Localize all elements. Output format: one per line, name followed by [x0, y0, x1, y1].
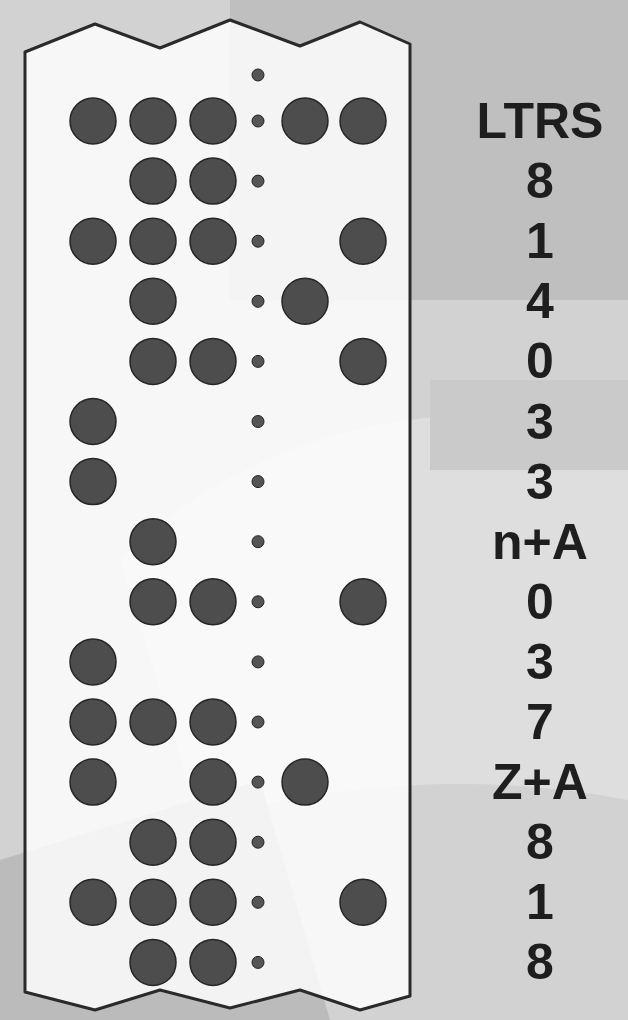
punched-hole [130, 879, 176, 925]
punched-hole [190, 579, 236, 625]
character-code-label: Z+A [492, 757, 588, 807]
punched-hole [190, 218, 236, 264]
sprocket-hole [252, 776, 264, 788]
punched-hole [130, 699, 176, 745]
character-code-label: 8 [526, 817, 554, 867]
punched-hole [70, 98, 116, 144]
character-code-label: 3 [526, 637, 554, 687]
punched-hole [190, 879, 236, 925]
character-code-label: 3 [526, 397, 554, 447]
punched-hole [282, 278, 328, 324]
punched-hole [190, 158, 236, 204]
punched-hole [130, 158, 176, 204]
sprocket-hole [252, 115, 264, 127]
punched-hole [130, 579, 176, 625]
punched-hole [190, 819, 236, 865]
punched-hole [340, 338, 386, 384]
character-code-label: 3 [526, 457, 554, 507]
sprocket-hole [252, 896, 264, 908]
sprocket-hole [252, 235, 264, 247]
punched-hole [130, 218, 176, 264]
sprocket-hole [252, 295, 264, 307]
punched-hole [190, 699, 236, 745]
punched-hole [340, 579, 386, 625]
character-code-label: 4 [526, 276, 554, 326]
sprocket-hole [252, 956, 264, 968]
punched-hole [190, 338, 236, 384]
punched-hole [70, 639, 116, 685]
sprocket-hole [252, 355, 264, 367]
punched-hole [130, 278, 176, 324]
character-code-label: 7 [526, 697, 554, 747]
punched-hole [130, 519, 176, 565]
sprocket-hole [252, 69, 264, 81]
paper-tape [25, 20, 410, 1010]
punched-hole [190, 98, 236, 144]
punched-hole [70, 759, 116, 805]
sprocket-hole [252, 416, 264, 428]
punched-hole [130, 98, 176, 144]
character-code-label: 1 [526, 877, 554, 927]
character-code-label: 8 [526, 156, 554, 206]
punched-hole [70, 699, 116, 745]
sprocket-hole [252, 476, 264, 488]
sprocket-hole [252, 175, 264, 187]
character-code-label: 0 [526, 577, 554, 627]
punched-hole [70, 459, 116, 505]
punched-hole [340, 218, 386, 264]
punched-hole [130, 819, 176, 865]
character-code-label: 8 [526, 937, 554, 987]
punched-hole [190, 939, 236, 985]
punched-hole [190, 759, 236, 805]
character-code-label: 1 [526, 216, 554, 266]
character-code-label: n+A [492, 517, 588, 567]
punched-hole [340, 879, 386, 925]
sprocket-hole [252, 716, 264, 728]
sprocket-hole [252, 836, 264, 848]
punched-hole [130, 338, 176, 384]
punched-hole [340, 98, 386, 144]
punched-hole [130, 939, 176, 985]
character-code-label: 0 [526, 336, 554, 386]
punched-hole [282, 759, 328, 805]
punched-hole [70, 218, 116, 264]
punched-hole [70, 879, 116, 925]
sprocket-hole [252, 656, 264, 668]
character-code-label: LTRS [477, 96, 604, 146]
sprocket-hole [252, 596, 264, 608]
sprocket-hole [252, 536, 264, 548]
punched-hole [70, 399, 116, 445]
punched-hole [282, 98, 328, 144]
